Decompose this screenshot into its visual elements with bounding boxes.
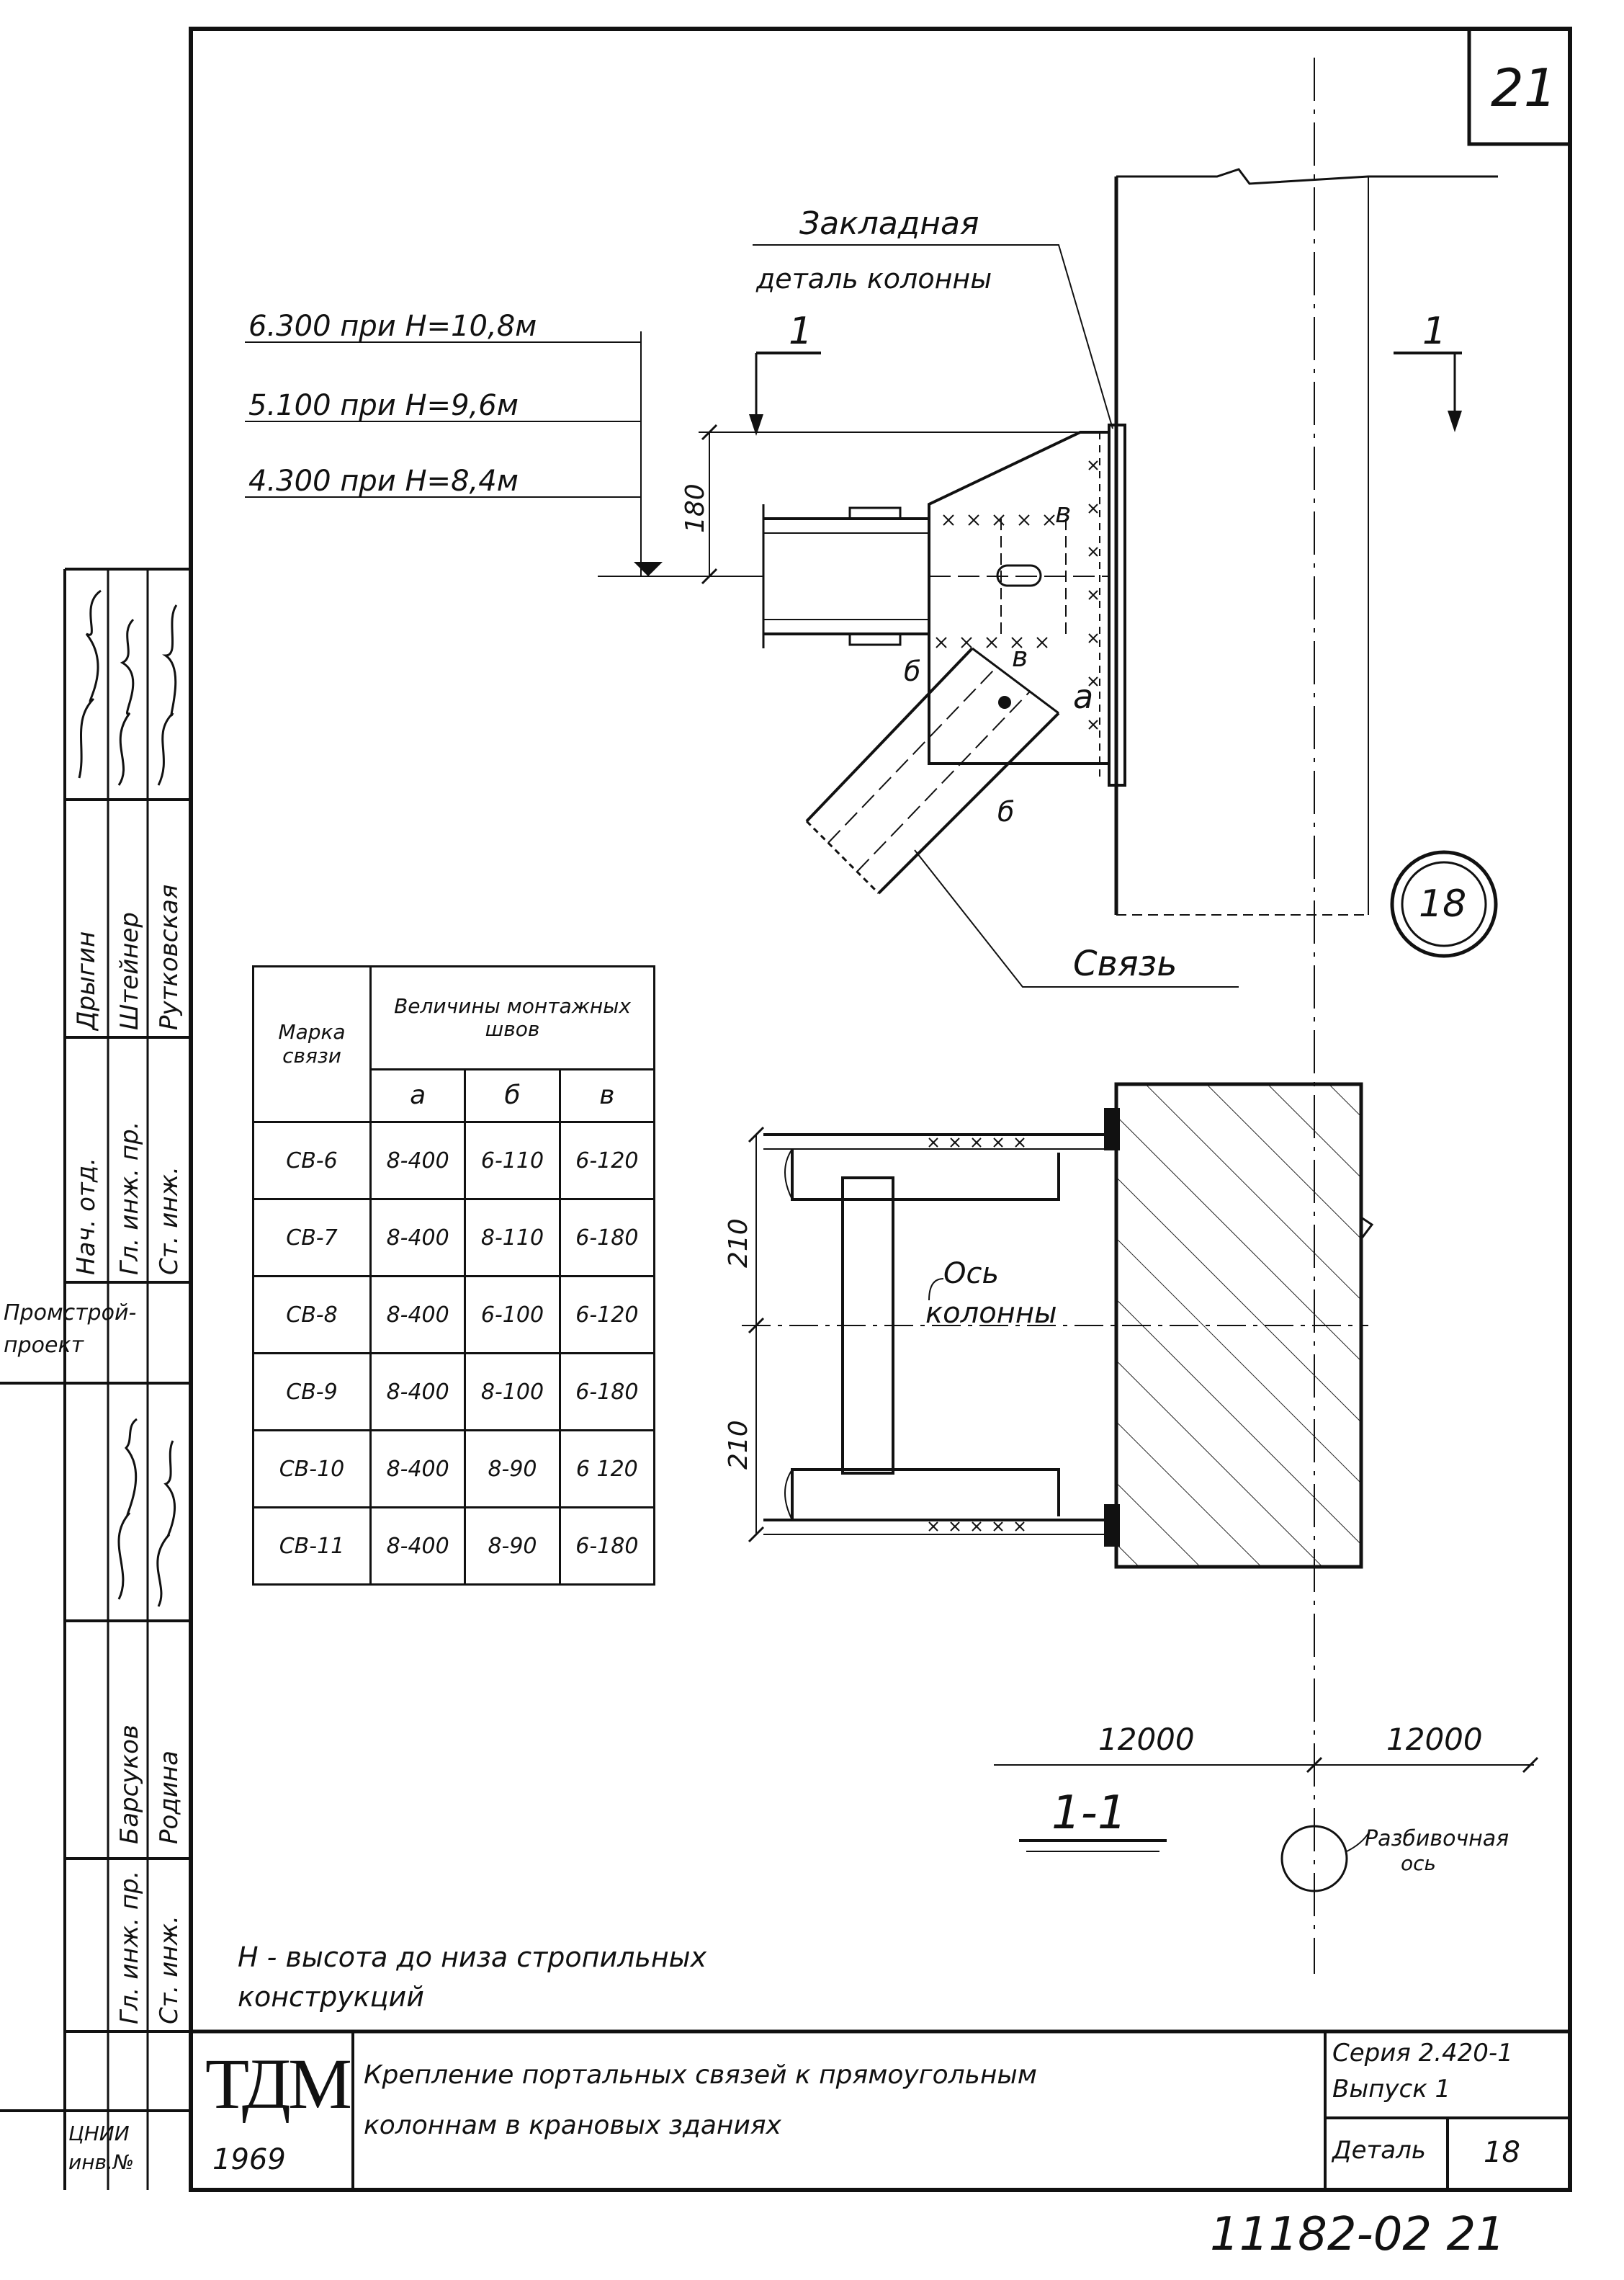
section-title: 1-1: [1051, 1787, 1127, 1840]
note-line-2: конструкций: [238, 1981, 424, 2013]
axis-label-1: Ось: [943, 1257, 1000, 1290]
axis-label-2: колонны: [925, 1297, 1057, 1330]
section-mark-right: 1: [1422, 310, 1447, 353]
issue: Выпуск 1: [1332, 2075, 1451, 2104]
sub-header-a: а: [369, 1068, 467, 1123]
detail-value: 18: [1484, 2136, 1520, 2169]
sheet-number: 21: [1491, 58, 1557, 118]
stamp-org-2: проект: [4, 1333, 84, 1358]
span-right: 12000: [1386, 1722, 1483, 1757]
elevation-3: 4.300 при H=8,4м: [248, 465, 519, 498]
stamp-strip: [0, 568, 191, 2190]
layout-axis-label-1: Разбивочная: [1365, 1826, 1509, 1851]
sub-header-v: в: [558, 1068, 656, 1123]
weld-letter-v-mid: в: [1012, 641, 1028, 673]
span-left: 12000: [1098, 1722, 1195, 1757]
bottom-number: 11182-02 21: [1210, 2208, 1505, 2261]
elevation-2: 5.100 при H=9,6м: [248, 389, 519, 422]
elevation-1: 6.300 при H=10,8м: [248, 310, 537, 343]
weld-letter-b2: б: [997, 796, 1015, 828]
weld-letter-b: б: [904, 656, 921, 687]
weld-letter-a: а: [1073, 677, 1094, 716]
detail-number: 18: [1419, 882, 1467, 926]
year: 1969: [212, 2143, 286, 2176]
logo: ТДМ: [205, 2044, 352, 2124]
brace-label: Связь: [1073, 944, 1177, 984]
layout-axis-label-2: ось: [1401, 1851, 1437, 1875]
col-group-header: Величины монтажных швов: [369, 965, 655, 1070]
stamp-corner-1: ЦНИИ: [68, 2122, 130, 2145]
embedded-part-label-2: деталь колонны: [756, 263, 992, 295]
section-mark-left: 1: [789, 310, 813, 353]
embedded-part-label-1: Закладная: [799, 205, 979, 242]
drawing-title-1: Крепление портальных связей к прямоуголь…: [364, 2060, 1037, 2090]
sheet-frame: [189, 27, 1572, 2192]
section-view: [742, 1082, 1539, 1892]
detail-label: Деталь: [1332, 2136, 1426, 2165]
stamp-corner-2: инв.№: [68, 2150, 135, 2174]
elevation-view: [245, 168, 1498, 988]
drawing-title-2: колоннам в крановых зданиях: [364, 2111, 781, 2140]
sheet-number-box: [1467, 29, 1570, 146]
weld-letter-v-top: в: [1055, 497, 1072, 529]
stamp-org-1: Промстрой-: [4, 1300, 137, 1325]
col-mark-header: Марка связи: [252, 965, 372, 1123]
title-block-lines: [191, 2029, 1570, 2190]
note-line-1: H - высота до низа стропильных: [238, 1941, 707, 1973]
weld-table: Марка связи Величины монтажных швов а б …: [252, 965, 656, 1586]
sub-header-b: б: [464, 1068, 561, 1123]
series: Серия 2.420-1: [1332, 2039, 1513, 2067]
